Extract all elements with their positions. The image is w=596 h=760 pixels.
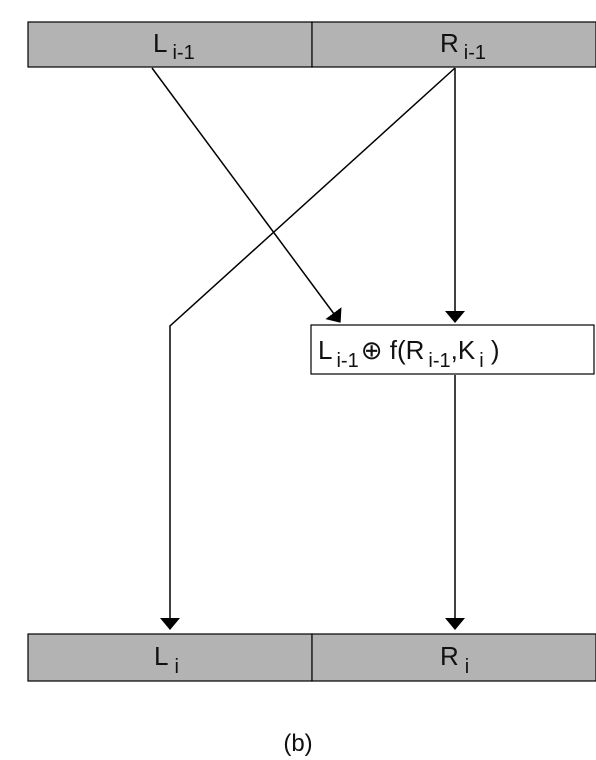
figure-caption: (b) <box>283 730 312 757</box>
top-left-cell <box>27 21 313 68</box>
arrow-right-to-bottom-left <box>160 67 456 630</box>
function-box-frame <box>310 324 595 375</box>
arrow-left-to-function <box>151 67 342 323</box>
bottom-right-cell <box>311 633 596 682</box>
bottom-left-cell <box>27 633 313 682</box>
top-right-cell <box>311 21 596 68</box>
xor-symbol: ⊕ <box>361 335 383 365</box>
